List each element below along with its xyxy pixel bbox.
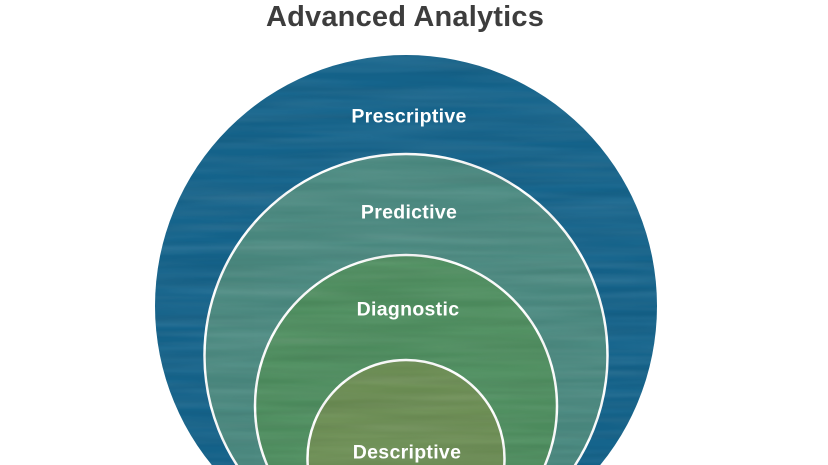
ring-label-prescriptive: Prescriptive <box>351 105 467 128</box>
ring-label-diagnostic: Diagnostic <box>356 298 460 321</box>
ring-label-predictive: Predictive <box>360 201 458 224</box>
ring-label-descriptive: Descriptive <box>352 441 462 464</box>
page-title: Advanced Analytics <box>265 1 545 33</box>
